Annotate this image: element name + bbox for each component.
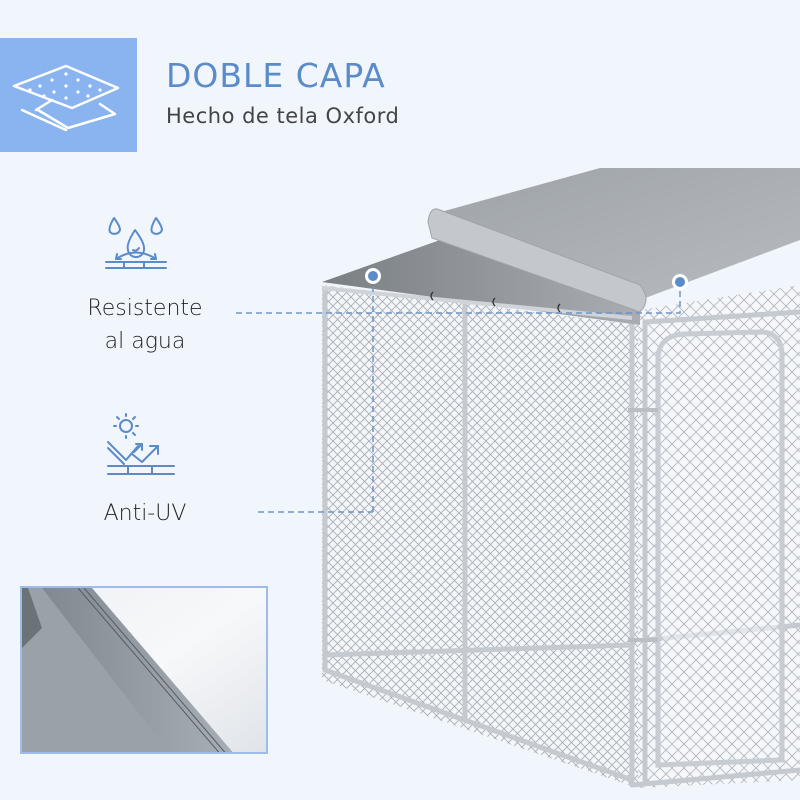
page-title: DOBLE CAPA: [166, 56, 386, 95]
feature-anti-uv: Anti-UV: [70, 497, 220, 530]
feature-water-resistant: Resistente al agua: [70, 292, 220, 358]
feature-label: Resistente: [87, 296, 203, 321]
fabric-detail-image: [20, 586, 268, 754]
double-layer-badge: [0, 38, 137, 152]
feature-label: Anti-UV: [103, 501, 187, 526]
callout-marker: [365, 268, 688, 290]
water-resistant-icon: [105, 217, 167, 269]
double-layer-fabric-icon: [12, 64, 120, 132]
fabric-seam-closeup: [22, 588, 266, 752]
feature-label: al agua: [104, 329, 186, 354]
page-subtitle: Hecho de tela Oxford: [166, 104, 400, 128]
anti-uv-icon: [107, 413, 175, 475]
